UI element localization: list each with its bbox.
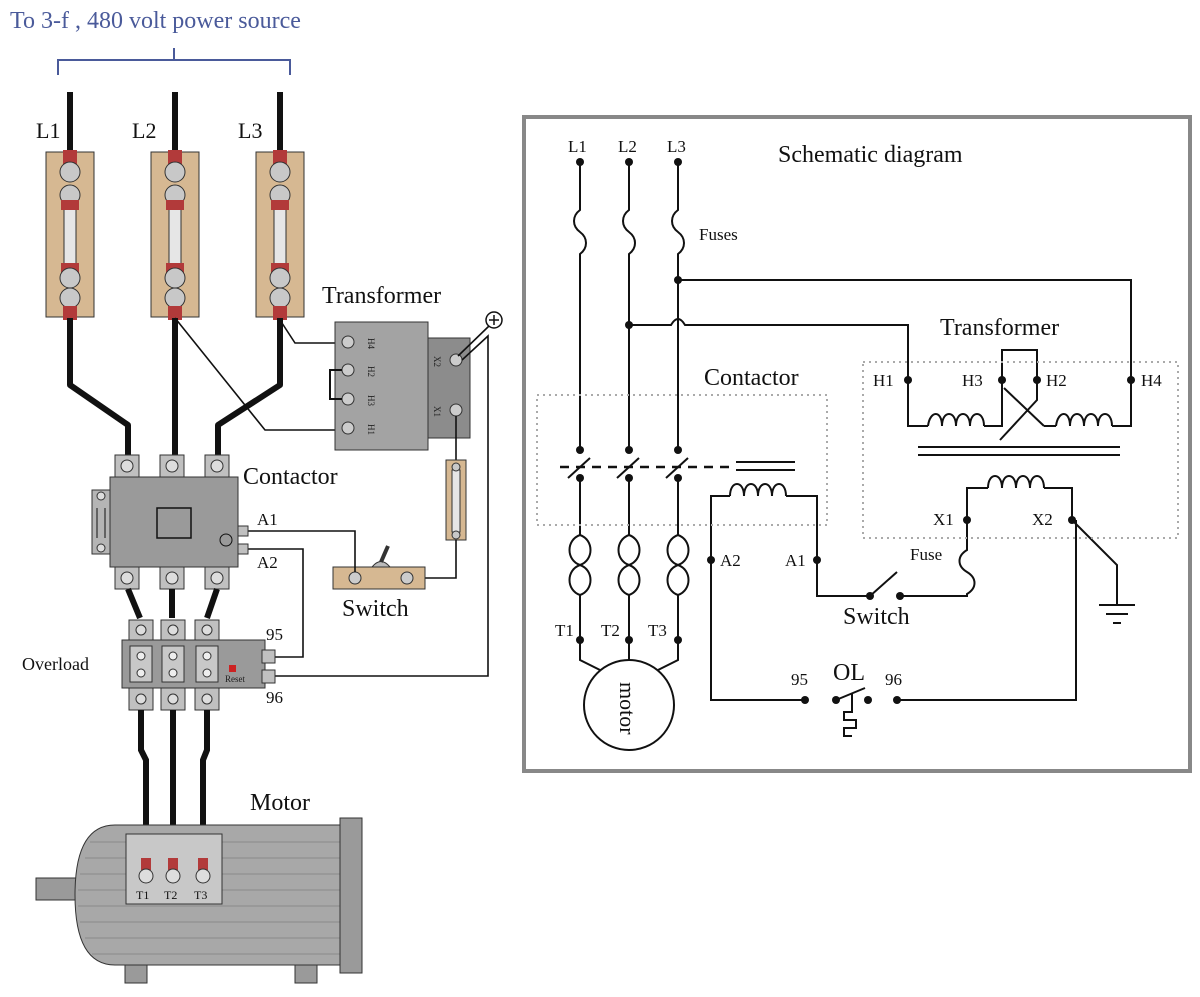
motor-terminal-t1: T1 <box>136 888 149 902</box>
toggle-switch-icon[interactable] <box>332 545 426 590</box>
fuse-block-l2 <box>150 150 200 320</box>
fuse-block-l1 <box>45 150 95 320</box>
overload-terminal-95: 95 <box>266 625 283 644</box>
sch-terminal-96: 96 <box>885 670 902 689</box>
line-label-l3: L3 <box>238 118 262 143</box>
sch-terminal-t1: T1 <box>555 621 574 640</box>
xfmr-terminal-h4: H4 <box>366 338 376 349</box>
sch-terminal-a2: A2 <box>720 551 741 570</box>
contactor-terminal-a2: A2 <box>257 553 278 572</box>
fuse-block-l3 <box>255 150 305 320</box>
contactor-terminal-a1: A1 <box>257 510 278 529</box>
sch-terminal-x2: X2 <box>1032 510 1053 529</box>
xfmr-terminal-h2: H2 <box>366 366 376 377</box>
overload-title: Overload <box>22 654 89 674</box>
sch-terminal-a1: A1 <box>785 551 806 570</box>
xfmr-terminal-h1: H1 <box>366 424 376 435</box>
source-label: To 3-f , 480 volt power source <box>10 8 301 34</box>
contactor-title: Contactor <box>243 464 338 490</box>
sch-motor-label: motor <box>615 682 640 735</box>
transformer-title: Transformer <box>322 283 441 309</box>
motor-title: Motor <box>250 790 310 816</box>
sch-fuse-label: Fuse <box>910 545 942 564</box>
sch-motor <box>583 659 675 751</box>
line-label-l2: L2 <box>132 118 156 143</box>
xfmr-terminal-h3: H3 <box>366 395 376 406</box>
control-fuse <box>445 459 467 541</box>
sch-terminal-h3: H3 <box>962 371 983 390</box>
overload-reset-label: Reset <box>225 674 245 684</box>
schematic-diagram: Schematic diagram L1 L2 L3 Fuses <box>522 115 1192 773</box>
sch-terminal-t3: T3 <box>648 621 667 640</box>
sch-line-l1: L1 <box>568 137 587 156</box>
motor-terminal-t3: T3 <box>194 888 207 902</box>
contactor <box>91 454 249 590</box>
schematic-title: Schematic diagram <box>778 142 963 168</box>
overload-relay: Reset <box>121 619 276 711</box>
sch-transformer-box <box>862 361 1179 539</box>
transformer: H4 H2 H3 H1 X2 X1 <box>334 321 471 451</box>
xfmr-terminal-x1: X1 <box>432 406 442 417</box>
sch-switch-label: Switch <box>843 604 910 630</box>
sch-terminal-h2: H2 <box>1046 371 1067 390</box>
pictorial-diagram: To 3-f , 480 volt power source L1 L2 L3 <box>10 8 503 984</box>
sch-terminal-h4: H4 <box>1141 371 1162 390</box>
sch-terminal-t2: T2 <box>601 621 620 640</box>
sch-line-l3: L3 <box>667 137 686 156</box>
sch-terminal-x1: X1 <box>933 510 954 529</box>
sch-line-l2: L2 <box>618 137 637 156</box>
xfmr-terminal-x2: X2 <box>432 356 442 367</box>
overload-terminal-96: 96 <box>266 688 283 707</box>
sch-contactor-box <box>536 394 828 526</box>
sch-contactor-title: Contactor <box>704 365 799 391</box>
source-brace <box>57 48 291 75</box>
sch-terminal-h1: H1 <box>873 371 894 390</box>
sch-terminal-95: 95 <box>791 670 808 689</box>
motor <box>35 817 363 984</box>
line-label-l1: L1 <box>36 118 60 143</box>
motor-terminal-t2: T2 <box>164 888 177 902</box>
ground-icon <box>457 311 503 357</box>
sch-ol-label: OL <box>833 660 865 686</box>
switch-label: Switch <box>342 596 409 622</box>
sch-fuses-label: Fuses <box>699 225 738 244</box>
sch-transformer-title: Transformer <box>940 315 1059 341</box>
